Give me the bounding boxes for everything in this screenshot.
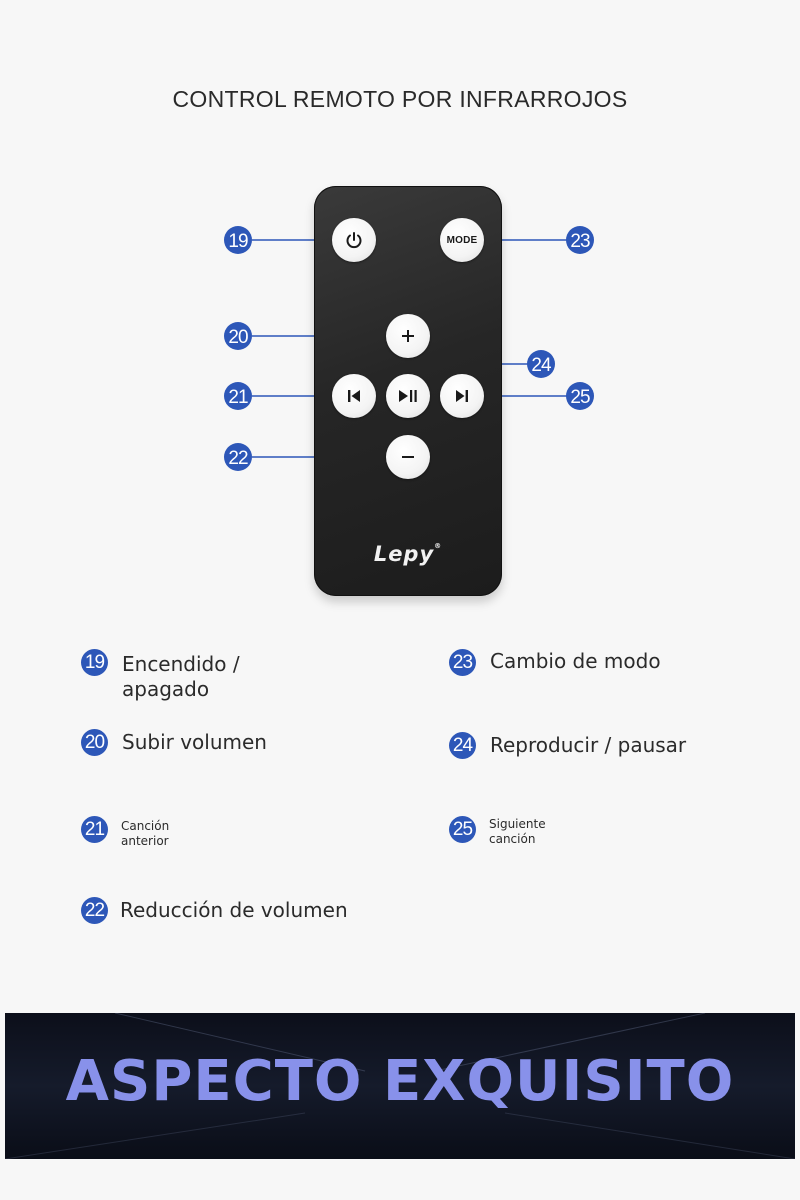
svg-text:20: 20 <box>228 327 248 348</box>
legend-label: Siguiente canción <box>489 817 546 846</box>
legend-label: Cambio de modo <box>490 649 661 673</box>
legend-label: Reducción de volumen <box>120 898 348 922</box>
legend-item-mode: 23 Cambio de modo <box>449 649 661 676</box>
page-title: CONTROL REMOTO POR INFRARROJOS <box>172 86 628 112</box>
volume-up-button[interactable] <box>386 314 430 358</box>
remote-control: MODE Lepy® <box>314 186 502 596</box>
legend-label: Encendido / apagado <box>122 652 240 701</box>
mode-button[interactable]: MODE <box>440 218 484 262</box>
callout-21: 21 <box>224 382 252 410</box>
legend-number: 21 <box>81 816 108 843</box>
legend-label: Canción anterior <box>121 819 170 848</box>
callout-20: 20 <box>224 322 252 350</box>
brand-trademark: ® <box>434 542 443 550</box>
legend-number: 20 <box>81 729 108 756</box>
legend-item-volume-up: 20 Subir volumen <box>81 729 267 756</box>
callout-23: 23 <box>566 226 594 254</box>
legend-number: 22 <box>81 897 108 924</box>
svg-text:19: 19 <box>228 231 248 252</box>
play-pause-button[interactable] <box>386 374 430 418</box>
legend-number: 19 <box>81 649 108 676</box>
banner-decoration <box>5 1013 795 1159</box>
next-track-button[interactable] <box>440 374 484 418</box>
power-button[interactable] <box>332 218 376 262</box>
legend-label: Subir volumen <box>122 730 267 754</box>
callout-19: 19 <box>224 226 252 254</box>
minus-icon <box>402 456 414 458</box>
play-pause-icon <box>399 390 417 402</box>
callout-25: 25 <box>566 382 594 410</box>
volume-down-button[interactable] <box>386 435 430 479</box>
svg-text:22: 22 <box>228 448 248 469</box>
plus-icon <box>402 330 414 342</box>
svg-text:24: 24 <box>531 355 552 376</box>
callout-24: 24 <box>527 350 555 378</box>
svg-text:21: 21 <box>228 387 248 408</box>
legend-item-next: 25 Siguiente canción <box>449 816 559 847</box>
legend-number: 24 <box>449 732 476 759</box>
banner-heading: ASPECTO EXQUISITO <box>65 1049 735 1114</box>
legend-item-volume-down: 22 Reducción de volumen <box>81 897 348 924</box>
legend-item-play-pause: 24 Reproducir / pausar <box>449 732 686 759</box>
legend-number: 25 <box>449 816 476 843</box>
legend-item-previous: 21 Canción anterior <box>81 816 183 849</box>
next-track-icon <box>456 390 468 402</box>
feature-banner: ASPECTO EXQUISITO <box>5 1013 795 1159</box>
legend-label: Reproducir / pausar <box>490 733 687 757</box>
svg-text:23: 23 <box>570 231 590 252</box>
mode-button-label: MODE <box>446 234 478 246</box>
power-icon <box>346 232 362 249</box>
callout-22: 22 <box>224 443 252 471</box>
svg-text:25: 25 <box>570 387 590 408</box>
legend-item-power: 19 Encendido / apagado <box>81 649 311 702</box>
brand-name: Lepy <box>373 542 435 566</box>
legend-number: 23 <box>449 649 476 676</box>
previous-track-icon <box>348 390 360 402</box>
previous-track-button[interactable] <box>332 374 376 418</box>
brand-logo: Lepy® <box>314 542 502 566</box>
